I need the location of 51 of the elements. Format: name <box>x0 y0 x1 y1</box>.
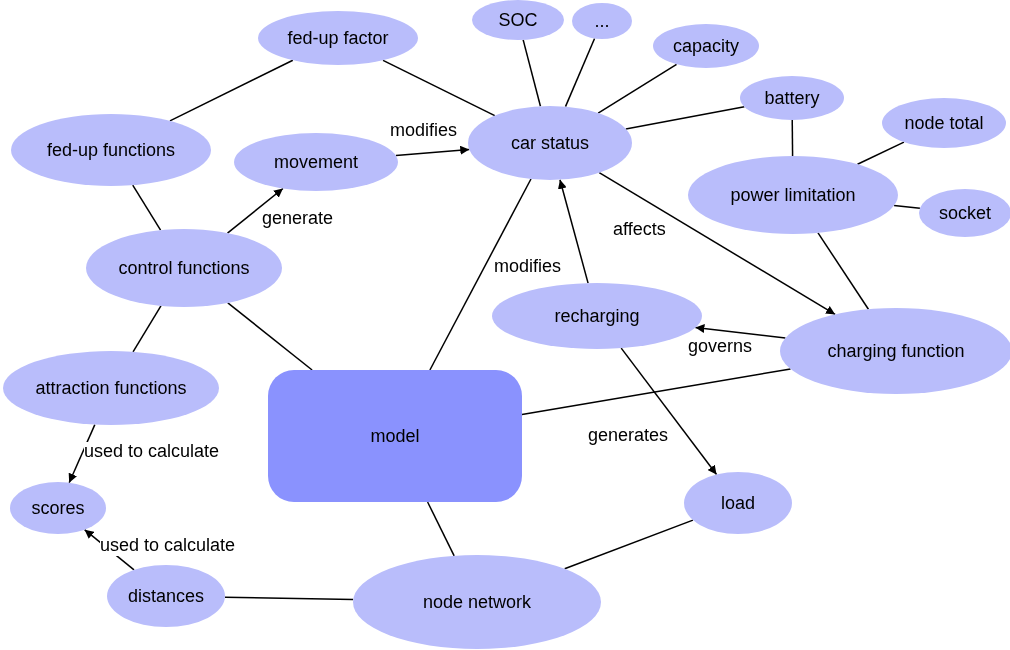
node-label: distances <box>127 585 204 607</box>
edge-label: used to calculate <box>100 536 236 556</box>
connector-line <box>132 305 162 353</box>
connector-line <box>132 184 162 231</box>
node-label: fed-up functions <box>46 139 176 161</box>
node-label: charging function <box>827 340 965 362</box>
node-label: power limitation <box>730 184 856 206</box>
node-label: attraction functions <box>35 377 187 399</box>
node-label: load <box>721 492 755 514</box>
node-label: fed-up factor <box>287 27 389 49</box>
arrow <box>598 171 836 316</box>
node-label: node network <box>422 591 532 613</box>
node-label: model <box>370 425 420 447</box>
connector-line <box>893 204 921 210</box>
rounded-box <box>268 370 522 502</box>
node-label: node total <box>904 112 984 134</box>
connector-line <box>429 178 532 371</box>
edge-label: generates <box>588 426 669 446</box>
node-label: recharging <box>554 305 640 327</box>
connector-line <box>791 119 794 157</box>
node-label: ... <box>594 10 610 32</box>
connector-line <box>224 596 354 601</box>
connector-line <box>227 302 313 371</box>
node-label: battery <box>764 87 820 109</box>
ellipse-node <box>919 189 1010 237</box>
arrow <box>226 187 284 234</box>
connector-line <box>522 39 542 107</box>
connector-line <box>564 37 596 108</box>
arrow <box>620 347 718 476</box>
arrow <box>694 324 787 339</box>
connector-line <box>625 106 746 130</box>
connector-line <box>382 59 496 117</box>
connector-line <box>521 368 792 416</box>
arrow <box>558 179 589 284</box>
arrow <box>68 423 96 484</box>
node-label: movement <box>273 151 358 173</box>
arrow <box>395 145 471 157</box>
connector-line <box>169 59 294 122</box>
connector-line <box>817 232 870 310</box>
node-label: capacity <box>672 35 739 57</box>
node-label: socket <box>939 202 991 224</box>
node-label: scores <box>31 497 85 519</box>
connector-line <box>597 63 678 114</box>
connector-line <box>563 519 694 570</box>
node-label: SOC <box>498 9 538 31</box>
connector-line <box>426 501 455 557</box>
connector-line <box>856 141 905 165</box>
node-label: car status <box>511 132 589 154</box>
ellipse-node <box>572 3 632 39</box>
node-label: control functions <box>118 257 250 279</box>
edge-label: generate <box>262 209 334 229</box>
